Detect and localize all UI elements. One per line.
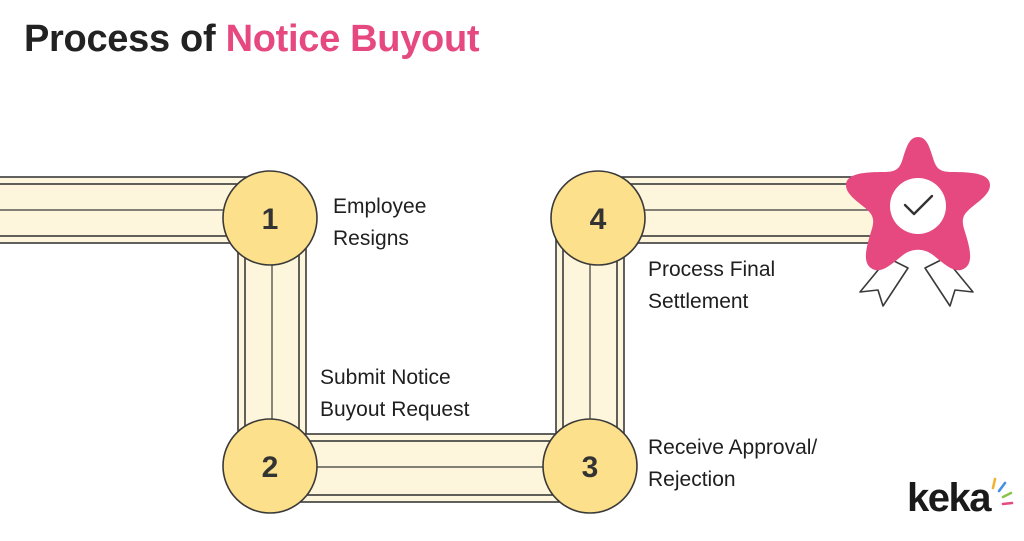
ribbon-left — [859, 257, 909, 307]
step-1-label-line1: Employee — [333, 195, 427, 218]
step-4-circle — [550, 170, 646, 266]
step-2-label: Submit Notice Buyout Request — [320, 362, 469, 426]
step-4-label-line1: Process Final — [648, 258, 776, 281]
star-badge-icon — [846, 137, 990, 307]
step-2-label-line1: Submit Notice — [320, 366, 451, 389]
step-1-number: 1 — [262, 203, 279, 236]
keka-logo: keka — [907, 474, 1017, 526]
step-1-circle — [222, 170, 318, 266]
step-3-circle — [542, 418, 638, 514]
logo-wordmark: keka — [907, 476, 991, 520]
logo-sparkle-icon — [991, 477, 1014, 506]
check-icon — [903, 194, 934, 216]
step-2-label-line2: Buyout Request — [320, 398, 470, 421]
step-4-label: Process Final Settlement — [648, 254, 775, 318]
title-highlight: Notice Buyout — [225, 18, 480, 60]
step-3-label: Receive Approval/ Rejection — [648, 432, 817, 496]
step-3-number: 3 — [582, 451, 599, 484]
step-1-label: Employee Resigns — [333, 191, 426, 255]
step-3-label-line2: Rejection — [648, 468, 736, 491]
title-prefix: Process of — [24, 18, 216, 60]
road-segment-2-3 — [269, 433, 591, 503]
step-4-number: 4 — [590, 203, 607, 236]
step-2-number: 2 — [262, 451, 279, 484]
badge-inner-circle — [890, 178, 946, 234]
step-2-circle — [222, 418, 318, 514]
page-title: Process of Notice Buyout — [24, 18, 480, 61]
step-3-label-line1: Receive Approval/ — [648, 436, 818, 459]
step-1-label-line2: Resigns — [333, 227, 409, 250]
step-4-label-line2: Settlement — [648, 290, 749, 313]
ribbon-right — [924, 257, 974, 307]
